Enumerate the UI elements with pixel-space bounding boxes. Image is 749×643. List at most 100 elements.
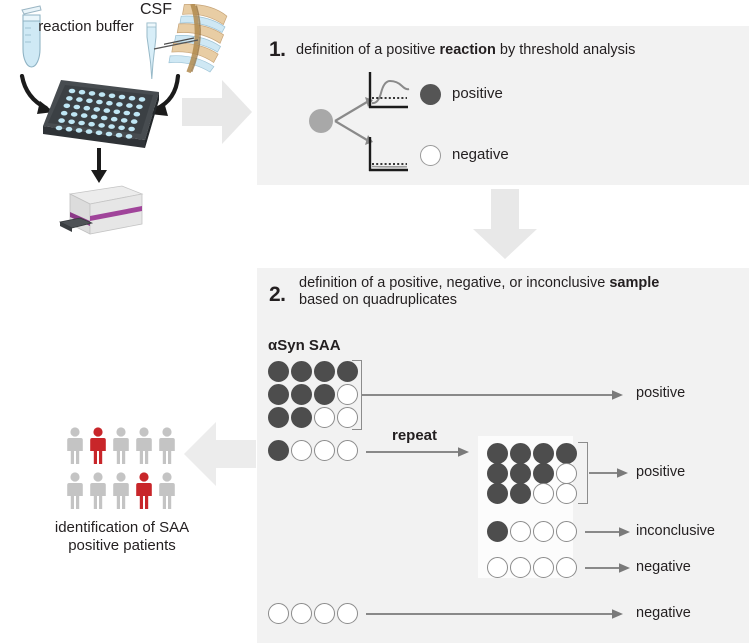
well-dot-negative	[556, 557, 577, 578]
well-dot-positive	[533, 463, 554, 484]
well-dot-negative	[487, 557, 508, 578]
arrow-plate-to-reader	[86, 148, 112, 186]
step1-heading-bold: reaction	[439, 42, 496, 58]
well-dot-negative	[337, 384, 358, 405]
well-dot-positive	[337, 361, 358, 382]
well-dot-negative	[291, 440, 312, 461]
quad-row-initial-3	[268, 407, 360, 428]
well-dot-negative	[533, 483, 554, 504]
person-icon-grey	[135, 427, 153, 470]
well-dot-negative	[533, 521, 554, 542]
person-icon-grey	[158, 472, 176, 515]
repeat-label: repeat	[392, 427, 438, 444]
well-dot-negative	[556, 463, 577, 484]
sigmoidal-rising-curve-icon	[366, 70, 410, 112]
result-caption-line1: identification of SAA	[54, 519, 190, 536]
well-dot-positive	[556, 443, 577, 464]
quad-row-repeat-source	[268, 440, 360, 461]
pipette-tip-icon	[140, 21, 162, 81]
reaction-buffer-tube-icon	[10, 4, 52, 76]
legend-dot-negative	[420, 145, 441, 166]
quad-row-initial-1	[268, 361, 360, 382]
quad-row-repeat-negative	[487, 557, 579, 578]
quad-row-repeat-2	[487, 463, 579, 484]
legend-label-negative: negative	[452, 146, 509, 163]
well-dot-positive	[314, 384, 335, 405]
quad-row-repeat-inconclusive	[487, 521, 579, 542]
person-icon-grey	[66, 472, 84, 515]
well-dot-positive	[268, 407, 289, 428]
flat-baseline-curve-icon	[366, 133, 410, 175]
quad-row-repeat-3	[487, 483, 579, 504]
block-arrow-right-to-step1	[180, 76, 254, 148]
csf-label: CSF	[140, 1, 172, 18]
well-dot-positive	[510, 443, 531, 464]
well-dot-negative	[314, 440, 335, 461]
legend-dot-positive	[420, 84, 441, 105]
well-dot-positive	[291, 361, 312, 382]
well-dot-positive	[533, 443, 554, 464]
well-dot-negative	[268, 603, 289, 624]
spine-lumbar-puncture-icon	[135, 3, 238, 80]
block-arrow-left-to-result	[182, 418, 258, 490]
reaction-buffer-label: reaction buffer	[38, 18, 134, 35]
well-dot-negative	[556, 521, 577, 542]
person-icon-grey	[158, 427, 176, 470]
step2-heading-bold: sample	[609, 275, 660, 291]
well-dot-negative	[556, 483, 577, 504]
needle-icon	[152, 38, 202, 52]
person-icon-grey	[112, 472, 130, 515]
well-dot-positive	[268, 384, 289, 405]
well-dot-positive	[291, 407, 312, 428]
outcome-label-positive-1: positive	[636, 385, 686, 401]
outcome-label-negative-1: negative	[636, 559, 691, 575]
well-dot-positive	[510, 483, 531, 504]
well-dot-positive	[291, 384, 312, 405]
person-icon-grey	[112, 427, 130, 470]
person-icon-red	[89, 427, 107, 470]
step2-heading: definition of a positive, negative, or i…	[299, 275, 660, 308]
person-icon-red	[135, 472, 153, 515]
block-arrow-down-to-step2	[469, 189, 541, 261]
well-dot-negative	[510, 557, 531, 578]
step1-panel	[257, 26, 749, 185]
arrow-to-inconclusive	[585, 525, 631, 537]
arrow-initial-to-positive	[362, 388, 624, 400]
legend-label-positive: positive	[452, 85, 503, 102]
quad-row-initial-2	[268, 384, 360, 405]
step2-number: 2.	[269, 283, 286, 306]
assay-label-asyn-saa: αSyn SAA	[268, 337, 341, 354]
bracket-initial-group	[352, 360, 362, 430]
result-caption: identification of SAA positive patients	[22, 519, 222, 555]
well-dot-negative	[337, 440, 358, 461]
outcome-label-negative-2: negative	[636, 605, 691, 621]
well-dot-negative	[533, 557, 554, 578]
well-dot-positive	[487, 521, 508, 542]
well-dot-negative	[337, 407, 358, 428]
plate-reader-icon	[56, 182, 148, 238]
step1-heading: definition of a positive reaction by thr…	[296, 42, 636, 58]
well-dot-positive	[487, 483, 508, 504]
arrow-final-to-negative	[366, 607, 624, 619]
well-dot-positive	[268, 361, 289, 382]
outcome-label-inconclusive: inconclusive	[636, 523, 715, 539]
result-caption-line2: positive patients	[68, 537, 176, 554]
person-icon-grey	[89, 472, 107, 515]
arrow-repeat	[366, 445, 470, 457]
well-dot-negative	[314, 603, 335, 624]
well-dot-positive	[487, 443, 508, 464]
well-dot-positive	[268, 440, 289, 461]
quad-row-final-negative	[268, 603, 360, 624]
arrow-repeat-to-positive	[589, 466, 629, 478]
well-dot-negative	[314, 407, 335, 428]
well-dot-positive	[487, 463, 508, 484]
well-dot-positive	[510, 463, 531, 484]
step1-number: 1.	[269, 38, 286, 61]
well-dot-negative	[337, 603, 358, 624]
person-icon-grey	[66, 427, 84, 470]
quad-row-repeat-1	[487, 443, 579, 464]
bracket-repeat-group	[578, 442, 588, 504]
well-dot-positive	[314, 361, 335, 382]
source-well-dot-icon	[309, 109, 333, 133]
well-dot-negative	[291, 603, 312, 624]
